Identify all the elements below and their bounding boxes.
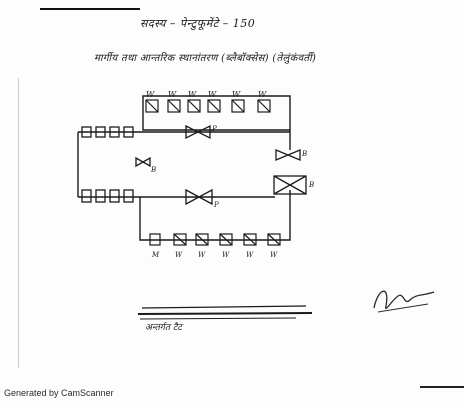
bottom-label-3: W (198, 251, 206, 259)
sheet-edge-left (18, 78, 19, 368)
left-lower-units (81, 189, 134, 203)
valve-label-5: B (308, 181, 314, 189)
handwritten-subtitle: मार्गीय तथा आन्तरिक स्थानांतरण (ब्लैबॉक्… (94, 53, 317, 64)
bottom-row-units (149, 233, 281, 246)
top-row-labels: W W W W W W (146, 90, 267, 99)
bottom-row-labels: M W W W W W (151, 251, 278, 259)
sheet-edge-top (40, 8, 140, 10)
bottom-label-6: W (270, 251, 278, 259)
valve-label-3: P (213, 201, 219, 209)
struck-out-line (137, 305, 313, 320)
handwritten-footer-note: अन्तर्गत टैट (145, 323, 182, 333)
top-label-6: W (258, 90, 267, 99)
top-label-2: W (168, 90, 177, 99)
valve-label-4: B (301, 150, 307, 158)
sheet-edge-bottom (420, 386, 464, 388)
bottom-label-1: M (151, 251, 160, 259)
scanner-watermark: Generated by CamScanner (4, 388, 114, 398)
signature (373, 290, 435, 313)
valve-symbols (135, 124, 307, 206)
valve-label-1: P (211, 125, 217, 133)
top-label-1: W (146, 90, 155, 99)
top-label-3: W (188, 90, 197, 99)
left-upper-units (81, 126, 134, 138)
handwritten-title: सदस्य – पेन्‍टुफूमेंटे – 150 (140, 17, 256, 30)
bottom-label-5: W (246, 251, 254, 259)
top-row-units (145, 99, 271, 113)
top-label-5: W (232, 90, 241, 99)
top-label-4: W (208, 90, 217, 99)
bottom-label-4: W (222, 251, 230, 259)
bottom-label-2: W (175, 251, 183, 259)
valve-labels: P B P B B (150, 125, 314, 209)
bottom-loop (139, 190, 291, 241)
valve-label-2: B (150, 166, 156, 174)
